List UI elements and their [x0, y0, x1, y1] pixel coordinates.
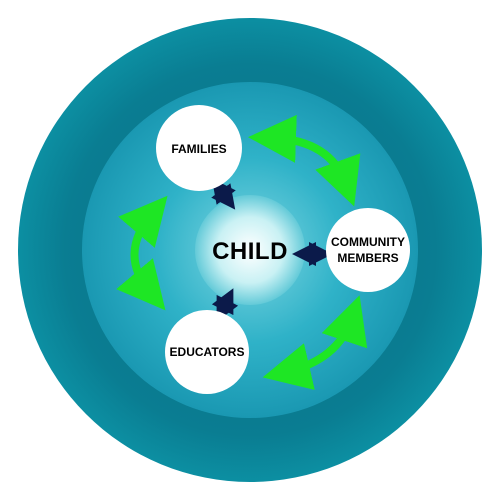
relation-arrow-educators-community-icon	[262, 295, 368, 390]
families-label: FAMILIES	[171, 142, 226, 156]
community-label-line2: MEMBERS	[337, 251, 398, 265]
link-arrow-child-educators-icon	[211, 288, 239, 322]
center-circle	[195, 195, 305, 305]
relation-arrow-families-community-icon	[248, 114, 361, 207]
families-node	[156, 105, 242, 191]
educators-label: EDUCATORS	[170, 345, 245, 359]
community-label-line1: COMMUNITY	[331, 235, 405, 249]
link-arrow-child-families-icon	[211, 178, 236, 210]
child-label: CHILD	[212, 238, 288, 265]
educators-node	[165, 310, 249, 394]
relation-arrow-families-educators-icon	[116, 195, 168, 311]
community-node	[326, 208, 410, 292]
